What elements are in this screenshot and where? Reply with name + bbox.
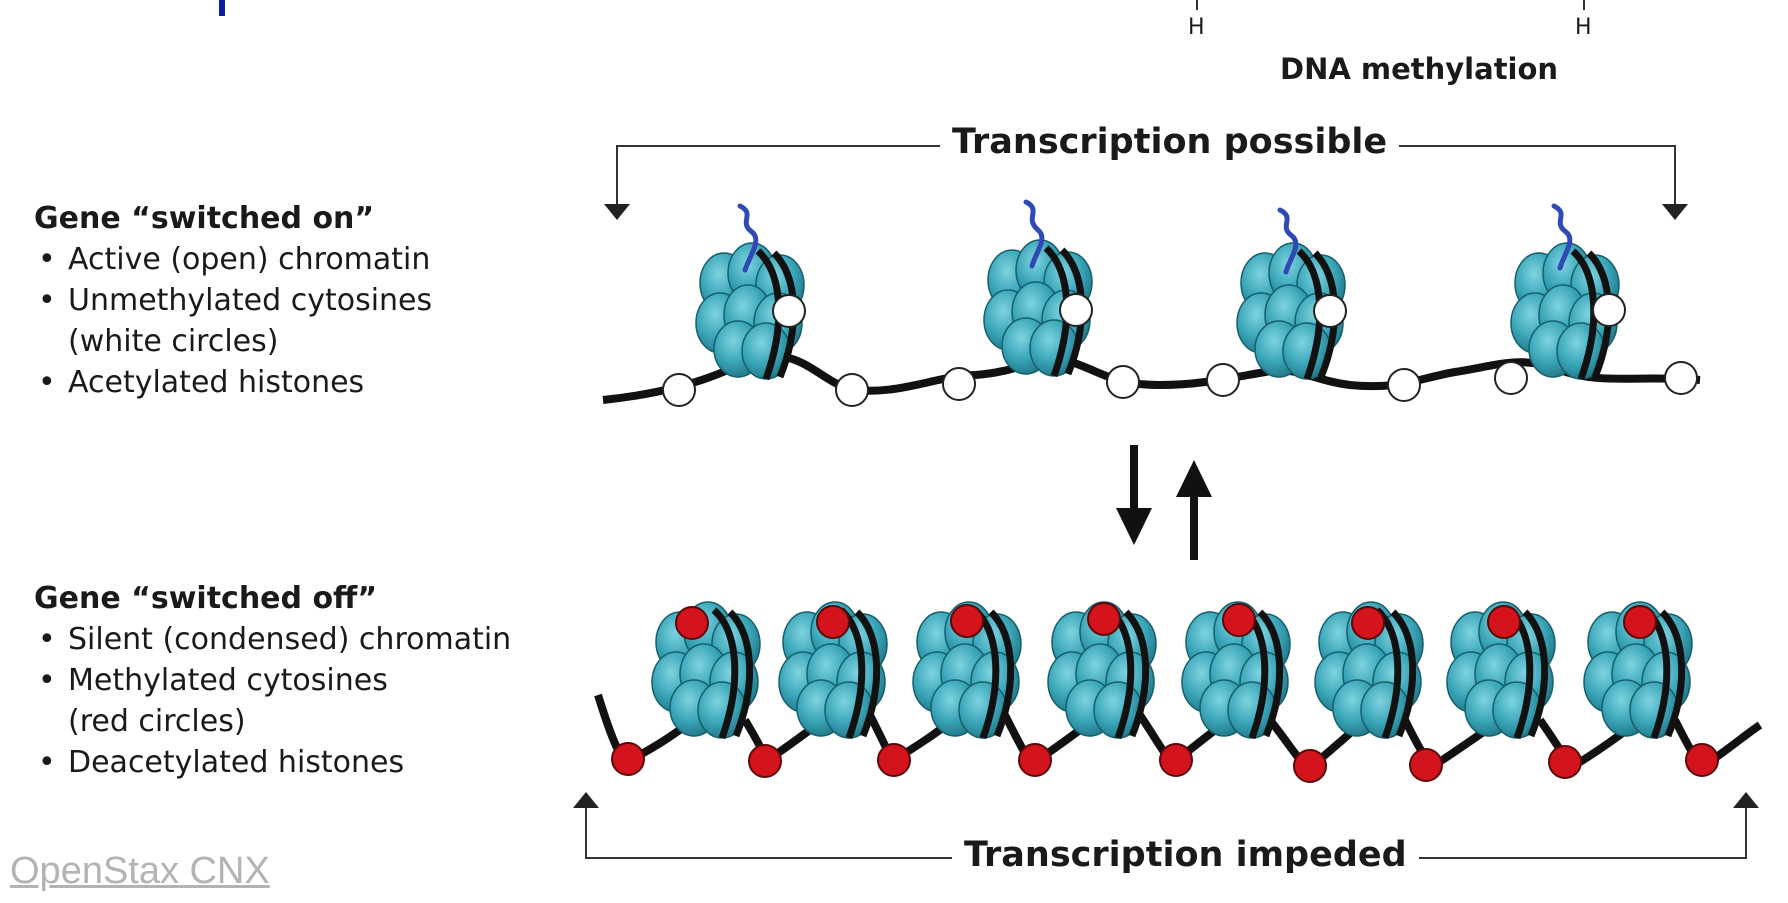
openstax-credit-link[interactable]: OpenStax CNX [10, 850, 270, 892]
switched-off-item-continuation: (red circles) [68, 704, 246, 739]
bracket-arrow-up-left-icon [573, 792, 599, 808]
unmethylated-cytosines [662, 293, 1698, 407]
transcription-impeded-label: Transcription impeded [952, 835, 1419, 875]
red-circle [1293, 749, 1327, 783]
dna-methylation-caption: DNA methylation [1280, 52, 1559, 86]
bracket-arrow-left-icon [604, 204, 630, 220]
equilibrium-arrows-icon [1116, 445, 1212, 560]
bracket-arrow-up-right-icon [1733, 792, 1759, 808]
header-fragment-mark [219, 0, 225, 16]
white-circle [1106, 365, 1140, 399]
red-circle [1018, 743, 1052, 777]
red-circle [1623, 605, 1657, 639]
methylated-cytosines [611, 602, 1719, 783]
hydrogen-label-2: H [1575, 15, 1592, 40]
switched-off-heading: Gene “switched off” [34, 581, 378, 616]
red-circle [1685, 743, 1719, 777]
red-circle [1222, 603, 1256, 637]
switched-on-item: Active (open) chromatin [34, 239, 432, 280]
white-circle [1206, 363, 1240, 397]
white-circle [662, 373, 696, 407]
red-circle [950, 604, 984, 638]
red-circle [1159, 743, 1193, 777]
white-circle [1387, 368, 1421, 402]
red-circle [748, 744, 782, 778]
acetyl-tail-1 [737, 203, 759, 273]
red-circle [611, 742, 645, 776]
red-circle [816, 605, 850, 639]
condensed-nucleosomes [652, 602, 1692, 738]
bracket-arrow-right-icon [1662, 204, 1688, 220]
hydrogen-label-1: H [1188, 15, 1205, 40]
red-circle [1548, 745, 1582, 779]
white-circle [772, 294, 806, 328]
white-circle [835, 373, 869, 407]
white-circle [1664, 361, 1698, 395]
red-circle [1087, 602, 1121, 636]
switched-off-item: Deacetylated histones [34, 742, 511, 783]
open-nucleosomes [696, 240, 1619, 379]
red-circle [675, 606, 709, 640]
switched-off-panel: Gene “switched off” Silent (condensed) c… [34, 578, 511, 783]
switched-off-item: Silent (condensed) chromatin [34, 619, 511, 660]
switched-off-list: Silent (condensed) chromatin Methylated … [34, 619, 511, 783]
switched-on-heading: Gene “switched on” [34, 201, 375, 236]
white-circle [1313, 294, 1347, 328]
acetyl-tail-3 [1277, 207, 1299, 275]
white-circle [1059, 293, 1093, 327]
switched-on-item-continuation: (white circles) [68, 324, 279, 359]
acetyl-tail-2 [1023, 199, 1045, 269]
red-circle [1351, 606, 1385, 640]
white-circle [942, 367, 976, 401]
red-circle [877, 743, 911, 777]
red-circle [1409, 748, 1443, 782]
white-circle [1494, 361, 1528, 395]
red-circle [1487, 605, 1521, 639]
acetyl-tail-4 [1551, 203, 1573, 271]
switched-on-list: Active (open) chromatin Unmethylated cyt… [34, 239, 432, 403]
switched-on-panel: Gene “switched on” Active (open) chromat… [34, 198, 432, 403]
switched-on-item: Acetylated histones [34, 362, 432, 403]
switched-off-item: Methylated cytosines [34, 660, 511, 701]
transcription-possible-label: Transcription possible [940, 122, 1400, 162]
switched-on-item: Unmethylated cytosines [34, 280, 432, 321]
acetyl-tails [737, 199, 1573, 275]
white-circle [1592, 293, 1626, 327]
